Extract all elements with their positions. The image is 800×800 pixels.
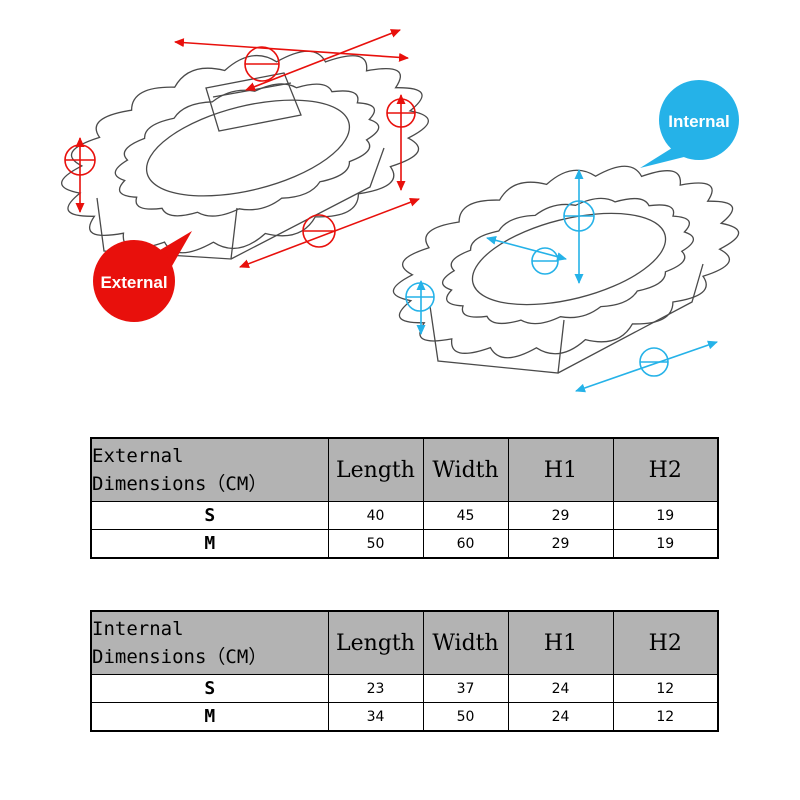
internal-bed-drawing (392, 165, 740, 374)
table-title-line1: Internal (92, 617, 184, 640)
width-value: 50 (422, 702, 509, 732)
table-title-line1: External (92, 444, 184, 467)
column-header-h2: H2 (612, 437, 719, 502)
bed-opening (145, 99, 351, 197)
size-label: M (90, 529, 329, 559)
column-header-width: Width (422, 437, 509, 502)
h2-value: 12 (612, 674, 719, 703)
width-value: 60 (422, 529, 509, 559)
table-header-row: Internal Dimensions（CM） Length Width H1 … (90, 610, 719, 675)
table-row-m: M 50 60 29 19 (90, 529, 719, 559)
size-label: S (90, 674, 329, 703)
width-value: 45 (422, 501, 509, 530)
h1-value: 29 (507, 501, 614, 530)
table-header-row: External Dimensions（CM） Length Width H1 … (90, 437, 719, 502)
h2-value: 12 (612, 702, 719, 732)
bed-outer-ruffle (61, 50, 429, 254)
length-value: 23 (327, 674, 424, 703)
bed-pillow (205, 72, 302, 132)
h1-value: 24 (507, 674, 614, 703)
internal-badge-tail (640, 148, 688, 168)
base-length-arrow (239, 197, 420, 269)
external-badge: External (93, 231, 192, 322)
internal-badge-bubble (659, 80, 739, 160)
table-row-s: S 23 37 24 12 (90, 674, 719, 703)
external-badge-bubble (93, 240, 175, 322)
column-header-width: Width (422, 610, 509, 675)
width-arrow (486, 235, 567, 262)
length-arrow (575, 340, 718, 393)
table-row-m: M 34 50 24 12 (90, 702, 719, 732)
h1-value: 29 (507, 529, 614, 559)
h2-value: 19 (612, 529, 719, 559)
table-row-s: S 40 45 29 19 (90, 501, 719, 530)
width-arrow (245, 29, 401, 91)
external-bed-drawing (61, 50, 429, 260)
size-label: S (90, 501, 329, 530)
h2-value: 19 (612, 501, 719, 530)
size-label: M (90, 702, 329, 732)
width-value: 37 (422, 674, 509, 703)
length-value: 34 (327, 702, 424, 732)
column-header-length: Length (327, 437, 424, 502)
table-title: Internal Dimensions（CM） (90, 610, 329, 675)
table-title-line2: Dimensions（CM） (92, 473, 268, 495)
internal-badge: Internal (640, 80, 739, 168)
external-measure-arrows (64, 29, 420, 269)
bed-outer-ruffle (392, 165, 740, 359)
dimension-diagram: External Internal (61, 29, 740, 393)
internal-measure-arrows (405, 169, 718, 393)
external-badge-label: External (100, 273, 167, 292)
table-title: External Dimensions（CM） (90, 437, 329, 502)
external-badge-tail (160, 231, 192, 266)
length-value: 40 (327, 501, 424, 530)
column-header-length: Length (327, 610, 424, 675)
length-value: 50 (327, 529, 424, 559)
table-title-line2: Dimensions（CM） (92, 646, 268, 668)
bed-opening (471, 212, 667, 306)
internal-dimensions-table: Internal Dimensions（CM） Length Width H1 … (90, 610, 719, 732)
external-dimensions-table: External Dimensions（CM） Length Width H1 … (90, 437, 719, 559)
column-header-h1: H1 (507, 610, 614, 675)
h1-value: 24 (507, 702, 614, 732)
bed-inner-ruffle (442, 197, 694, 325)
column-header-h1: H1 (507, 437, 614, 502)
column-header-h2: H2 (612, 610, 719, 675)
internal-badge-label: Internal (668, 112, 729, 131)
length-arrow (174, 38, 409, 62)
